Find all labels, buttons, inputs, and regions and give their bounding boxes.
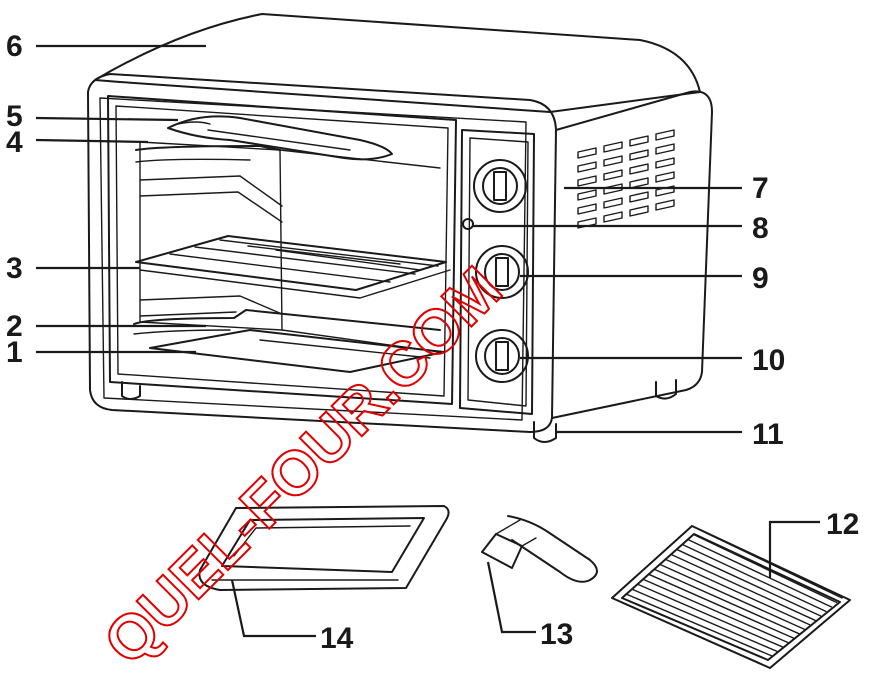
callout-2: 2 [6,310,23,343]
callout-5: 5 [6,100,23,133]
vent-slot [577,175,597,187]
control-panel [459,129,535,415]
leader-5 [35,116,179,122]
vent-slot [629,149,649,161]
rack-bar [642,578,789,644]
lower-heating-element [133,309,441,331]
baking-tray [198,505,450,591]
vent-slot [629,163,649,175]
oven-top [94,13,701,113]
knob-function [475,245,529,299]
leader-12 [768,520,820,578]
door-handle [167,115,393,161]
vent-slot [655,199,675,211]
callout-3: 3 [6,252,23,285]
wire-rack-inside [135,235,451,299]
vent-slot [655,171,675,183]
callout-9: 9 [752,262,769,295]
callout-12: 12 [826,508,859,541]
vent-slot [603,183,623,195]
vent-slot [577,147,597,159]
vent-slot [655,157,675,169]
vent-slot [629,177,649,189]
rack-bar [687,539,832,608]
oven-body-front [87,73,557,433]
vent-slot [655,129,675,141]
watermark-text: QUEL-FOUR.COM [91,254,515,678]
callout-10: 10 [752,344,785,377]
power-indicator-light [462,218,474,230]
oven-foot-front-left [121,381,141,400]
vent-slot [603,211,623,223]
vent-slot [629,135,649,147]
callout-6: 6 [6,30,23,63]
knob-temperature [473,159,527,213]
oven-door-frame [107,95,457,405]
toaster-oven [87,13,713,443]
vent-slot [577,203,597,215]
leader-13 [486,561,536,634]
vent-slot [603,155,623,167]
leader-lines [35,44,820,638]
rack-bar [682,544,827,613]
knob-timer [475,329,529,383]
wire-rack [611,525,851,669]
callout-13: 13 [540,618,573,651]
callout-4: 4 [6,126,23,159]
vent-slot [603,169,623,181]
vent-slot [629,191,649,203]
vent-slot [629,205,649,217]
vent-slot [577,161,597,173]
oven-foot-front-right [533,421,557,443]
vent-slot [577,189,597,201]
callout-14: 14 [320,622,354,655]
rack-bar [630,588,779,653]
upper-heating-element [135,145,281,151]
vent-slot [603,197,623,209]
callout-7: 7 [752,172,769,205]
callout-numbers: 6 5 4 3 2 1 7 8 9 10 11 12 13 14 [6,30,859,655]
rack-bar [693,534,838,604]
rack-bar [625,593,773,657]
rack-bar [648,573,795,639]
callout-1: 1 [6,336,23,369]
leader-4 [35,138,149,144]
rack-bar [659,563,806,630]
crumb-tray-inside [149,329,445,373]
rack-bar [665,558,811,626]
side-vents [577,129,675,229]
vent-slot [603,141,623,153]
oven-foot-back-right [655,379,677,400]
callout-11: 11 [752,418,784,451]
oven-cavity [139,141,283,331]
rack-bar [636,583,784,648]
tray-handle [481,515,598,583]
callout-8: 8 [752,212,769,245]
oven-side-panel [551,90,713,419]
leader-14 [230,579,316,638]
rack-bar [670,553,816,622]
rack-bar [676,548,822,617]
rack-bar [653,568,800,635]
vent-slot [655,143,675,155]
